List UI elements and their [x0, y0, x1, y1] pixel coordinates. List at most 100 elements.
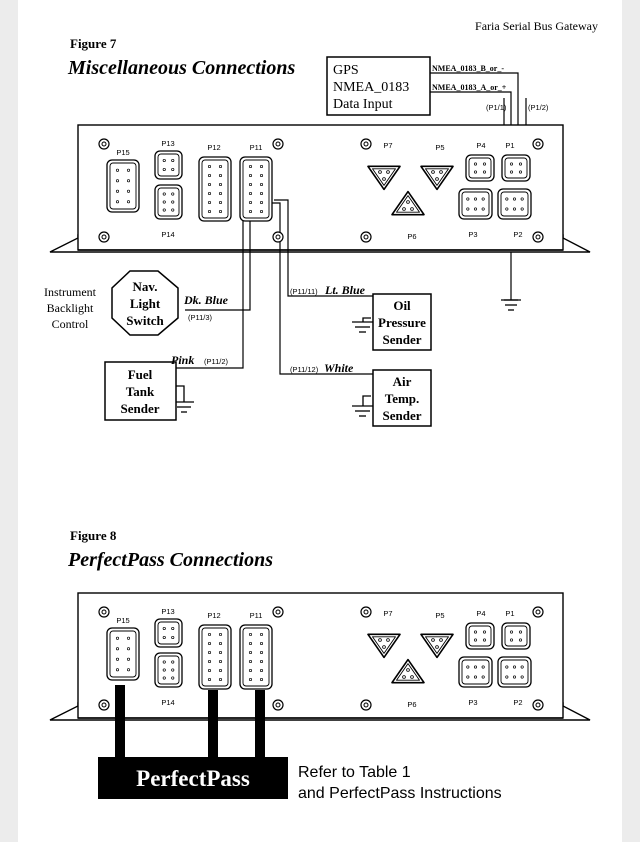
port-p2-label: P2 [513, 698, 522, 707]
perfectpass-note-line2: and PerfectPass Instructions [298, 785, 502, 802]
oil-sender-line3: Sender [383, 332, 422, 347]
port-p15-label: P15 [116, 616, 129, 625]
port-p2-connector [497, 188, 532, 220]
gps-line3: Data Input [333, 97, 393, 112]
port-p1-label: P1 [505, 609, 514, 618]
port-p4-label: P4 [476, 141, 485, 150]
port-p3-connector [458, 656, 493, 688]
port-p4-label: P4 [476, 609, 485, 618]
port-p12-label: P12 [207, 143, 220, 152]
port-p13-connector [154, 150, 183, 180]
mount-screw-icon [532, 606, 544, 618]
oil-sender-line1: Oil [393, 298, 411, 313]
mount-screw-icon [360, 699, 372, 711]
port-p1-connector [501, 622, 531, 650]
gateway-housing-fig8 [49, 592, 591, 721]
mount-screw-icon [532, 138, 544, 150]
port-p5-label: P5 [435, 143, 444, 152]
port-p5-connector [420, 633, 454, 659]
fuel-sender-line3: Sender [121, 401, 160, 416]
port-p14-label: P14 [161, 698, 174, 707]
port-p2-connector [497, 656, 532, 688]
fuel-tank-sender: Fuel Tank Sender [104, 361, 177, 421]
figure8-label: Figure 8 [70, 528, 117, 543]
air-sender-line2: Temp. [385, 391, 420, 406]
nmea-b-label: NMEA_0183_B_or_- [432, 64, 504, 73]
nav-switch-line1: Nav. [133, 279, 158, 294]
port-p7-connector [367, 165, 401, 191]
port-p1-label: P1 [505, 141, 514, 150]
mount-screw-icon [360, 138, 372, 150]
port-p7-label: P7 [383, 141, 392, 150]
air-sender-line3: Sender [383, 408, 422, 423]
pin-p11-2-label: (P11/2) [204, 357, 229, 366]
fuel-sender-line2: Tank [126, 384, 155, 399]
mount-screw-icon [98, 138, 110, 150]
mount-screw-icon [272, 138, 284, 150]
port-p14-label: P14 [161, 230, 174, 239]
nav-switch-line3: Switch [126, 313, 164, 328]
port-p6-connector [391, 658, 425, 684]
port-p13-label: P13 [161, 607, 174, 616]
mount-screw-icon [98, 699, 110, 711]
port-p5-label: P5 [435, 611, 444, 620]
mount-screw-icon [532, 699, 544, 711]
port-p11-label: P11 [250, 143, 263, 152]
ground-symbols-fig7 [174, 299, 521, 417]
port-p14-connector [154, 184, 183, 220]
mount-screw-icon [272, 699, 284, 711]
white-label: White [324, 361, 354, 375]
port-p6-connector [391, 190, 425, 216]
perfectpass-unit: PerfectPass [98, 757, 288, 799]
gps-input-box: GPS NMEA_0183 Data Input [326, 56, 431, 116]
pin-p11-12-label: (P11/12) [290, 365, 319, 374]
pin-p1-2-label: (P1/2) [528, 103, 549, 112]
instrument-label-line2: Backlight [47, 301, 94, 315]
port-p11-label: P11 [250, 611, 263, 620]
port-p6-label: P6 [407, 700, 416, 709]
port-p15-connector [106, 159, 140, 213]
port-p11-connector [239, 624, 273, 690]
air-temp-sender: Air Temp. Sender [372, 369, 432, 427]
port-p12-connector [198, 156, 232, 222]
pink-label: Pink [171, 353, 194, 367]
nav-switch-line2: Light [130, 296, 161, 311]
port-p11-connector [239, 156, 273, 222]
port-p15-label: P15 [116, 148, 129, 157]
document-page: Faria Serial Bus Gateway Figure 7 Miscel… [18, 0, 622, 842]
port-p13-label: P13 [161, 139, 174, 148]
port-p5-connector [420, 165, 454, 191]
port-p13-connector [154, 618, 183, 648]
nmea-a-label: NMEA_0183_A_or_+ [432, 83, 507, 92]
dk-blue-label: Dk. Blue [183, 293, 229, 307]
figure7-label: Figure 7 [70, 36, 117, 51]
perfectpass-cables [115, 685, 265, 765]
port-p4-connector [465, 622, 495, 650]
port-p7-connector [367, 633, 401, 659]
mount-screw-icon [272, 606, 284, 618]
mount-screw-icon [532, 231, 544, 243]
nav-light-switch: Nav. Light Switch [111, 270, 179, 336]
port-p1-connector [501, 154, 531, 182]
port-p3-connector [458, 188, 493, 220]
mount-screw-icon [98, 231, 110, 243]
port-p3-label: P3 [468, 230, 477, 239]
pin-p11-3-label: (P11/3) [188, 313, 213, 322]
mount-screw-icon [98, 606, 110, 618]
port-p14-connector [154, 652, 183, 688]
perfectpass-label: PerfectPass [136, 766, 250, 791]
mount-screw-icon [360, 606, 372, 618]
mount-screw-icon [272, 231, 284, 243]
port-p6-label: P6 [407, 232, 416, 241]
wiring-diagram: Faria Serial Bus Gateway Figure 7 Miscel… [44, 19, 598, 802]
gps-line2: NMEA_0183 [333, 80, 409, 95]
pin-p11-11-label: (P11/11) [290, 287, 318, 296]
air-sender-line1: Air [393, 374, 412, 389]
gps-line1: GPS [333, 63, 359, 78]
oil-sender-line2: Pressure [378, 315, 426, 330]
figure8-title: PerfectPass Connections [67, 549, 273, 571]
fuel-sender-line1: Fuel [128, 367, 153, 382]
port-p3-label: P3 [468, 698, 477, 707]
